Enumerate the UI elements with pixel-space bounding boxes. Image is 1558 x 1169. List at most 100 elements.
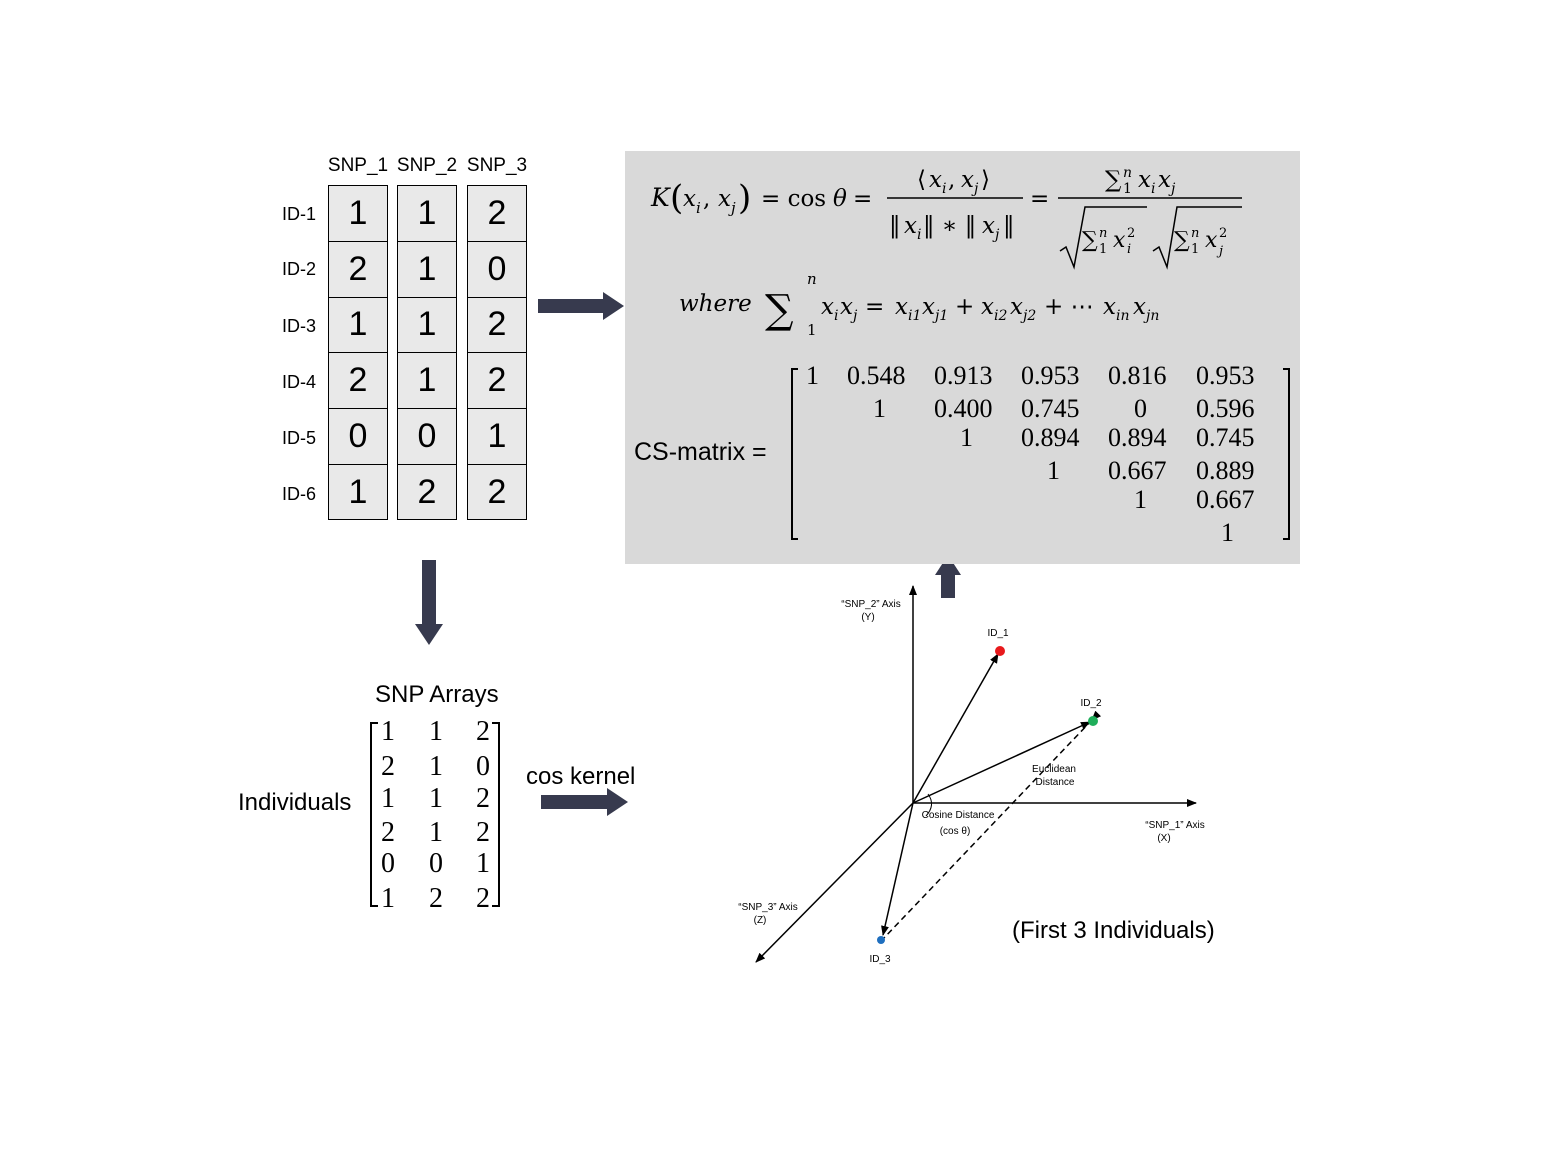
snp-cell: 1 [398, 298, 456, 354]
svg-text:): ) [738, 178, 751, 218]
matrix-cell: 0.667 [1196, 485, 1255, 514]
individuals-label: Individuals [238, 789, 352, 816]
svg-text:x: x [683, 186, 696, 212]
vector-id1 [912, 653, 999, 804]
svg-text:‖: ‖ [1003, 213, 1015, 239]
svg-text:n: n [807, 270, 817, 288]
snp-column-3: 2 0 2 2 1 2 [467, 185, 527, 520]
svg-text:‖ ∗ ‖: ‖ ∗ ‖ [923, 213, 976, 239]
label-id2: ID_2 [1080, 698, 1102, 709]
matrix-cell: 1 [1221, 518, 1234, 547]
snp-column-2: 1 1 1 1 0 2 [397, 185, 457, 520]
plot-caption: (First 3 Individuals) [1012, 917, 1215, 944]
svg-text:2: 2 [1219, 226, 1227, 241]
matrix-cell: 0.913 [934, 361, 993, 390]
array-cell: 1 [381, 883, 395, 914]
row-label-id6: ID-6 [282, 484, 317, 504]
svg-text:jn: jn [1143, 308, 1159, 324]
snp-cell: 0 [398, 409, 456, 465]
svg-text:i: i [1151, 181, 1155, 197]
svg-text:x: x [1158, 167, 1171, 193]
array-cell: 1 [429, 783, 443, 814]
svg-text:x: x [1010, 294, 1023, 320]
svg-text:i1: i1 [908, 308, 921, 324]
svg-text:x: x [961, 167, 974, 193]
matrix-cell: 0.548 [847, 361, 906, 390]
svg-text:j2: j2 [1020, 308, 1036, 324]
svg-text:x: x [1205, 228, 1218, 253]
svg-text:+: + [955, 294, 974, 320]
svg-text:1: 1 [1123, 181, 1132, 197]
svg-text:i: i [1127, 242, 1131, 257]
matrix-cell: 0.894 [1021, 423, 1080, 452]
svg-text:1: 1 [1099, 242, 1107, 257]
point-id2 [1088, 716, 1098, 726]
snp-cell: 2 [417, 473, 437, 512]
array-cell: 0 [476, 751, 490, 782]
svg-text:x: x [718, 186, 731, 212]
svg-text:x: x [982, 213, 995, 239]
matrix-cell: 1 [1047, 456, 1060, 485]
svg-text:j: j [971, 181, 979, 197]
matrix-cell: 0.596 [1196, 394, 1255, 423]
formula-equations: K ( x i , x j ) = cos θ = ⟨ x i , x j ⟩ … [650, 165, 1290, 540]
arrow-down-icon [415, 560, 443, 645]
svg-text:=: = [1030, 186, 1049, 212]
z-axis [755, 802, 914, 963]
svg-text:i: i [696, 199, 701, 217]
formula-panel [625, 151, 1300, 564]
matrix-cell: 0.889 [1196, 456, 1255, 485]
label-id1: ID_1 [987, 628, 1009, 639]
cosine-angle-arc [925, 793, 932, 817]
svg-text:=: = [853, 186, 872, 212]
svg-text:1: 1 [1191, 242, 1199, 257]
svg-text:i: i [942, 181, 946, 197]
svg-text:j: j [850, 308, 858, 324]
array-cell: 2 [476, 716, 490, 747]
snp-cell: 0 [329, 409, 387, 465]
svg-text:n: n [1191, 226, 1199, 241]
svg-text:=: = [865, 294, 884, 320]
arrow-up-icon [935, 555, 961, 598]
vector-id3 [881, 802, 914, 936]
svg-text:‖: ‖ [889, 213, 901, 239]
row-label-id5: ID-5 [282, 428, 317, 448]
svg-text:∑: ∑ [1174, 228, 1190, 253]
snp-cell: 1 [468, 409, 526, 465]
svg-text:2: 2 [1127, 226, 1135, 241]
svg-text:∑: ∑ [765, 287, 794, 333]
snp-cell: 2 [468, 353, 526, 410]
point-id1 [995, 646, 1005, 656]
svg-text:j: j [728, 199, 736, 217]
svg-text:where: where [679, 291, 752, 317]
svg-text:(: ( [670, 178, 683, 218]
svg-text:∑: ∑ [1105, 167, 1122, 193]
svg-text:+ ⋯: + ⋯ [1044, 294, 1094, 320]
svg-text:1: 1 [807, 321, 817, 339]
array-cell: 2 [381, 751, 395, 782]
snp-header-3: SNP_3 [466, 155, 528, 176]
cs-matrix-label: CS-matrix = [634, 438, 767, 466]
matrix-cell: 0.953 [1021, 361, 1080, 390]
svg-text:j: j [1168, 181, 1176, 197]
snp-cell: 1 [348, 473, 368, 512]
z-axis-sub: (Z) [754, 915, 767, 926]
svg-text:i2: i2 [994, 308, 1007, 324]
svg-text:x: x [1138, 167, 1151, 193]
matrix-cell: 1 [1134, 485, 1147, 514]
x-axis-label: “SNP_1” Axis [1145, 820, 1204, 831]
svg-text:i: i [917, 227, 921, 243]
matrix-cell: 0.745 [1021, 394, 1080, 423]
snp-cell: 2 [329, 353, 387, 410]
svg-text:x: x [895, 294, 908, 320]
arrow-right-icon [538, 292, 624, 320]
svg-text:j: j [992, 227, 1000, 243]
array-cell: 1 [429, 751, 443, 782]
matrix-cell: 1 [873, 394, 886, 423]
snp-header-1: SNP_1 [327, 155, 389, 176]
svg-text:in: in [1116, 308, 1130, 324]
snp-cell: 2 [468, 298, 526, 354]
snp-cell: 1 [329, 298, 387, 354]
svg-text:θ: θ [833, 186, 847, 212]
